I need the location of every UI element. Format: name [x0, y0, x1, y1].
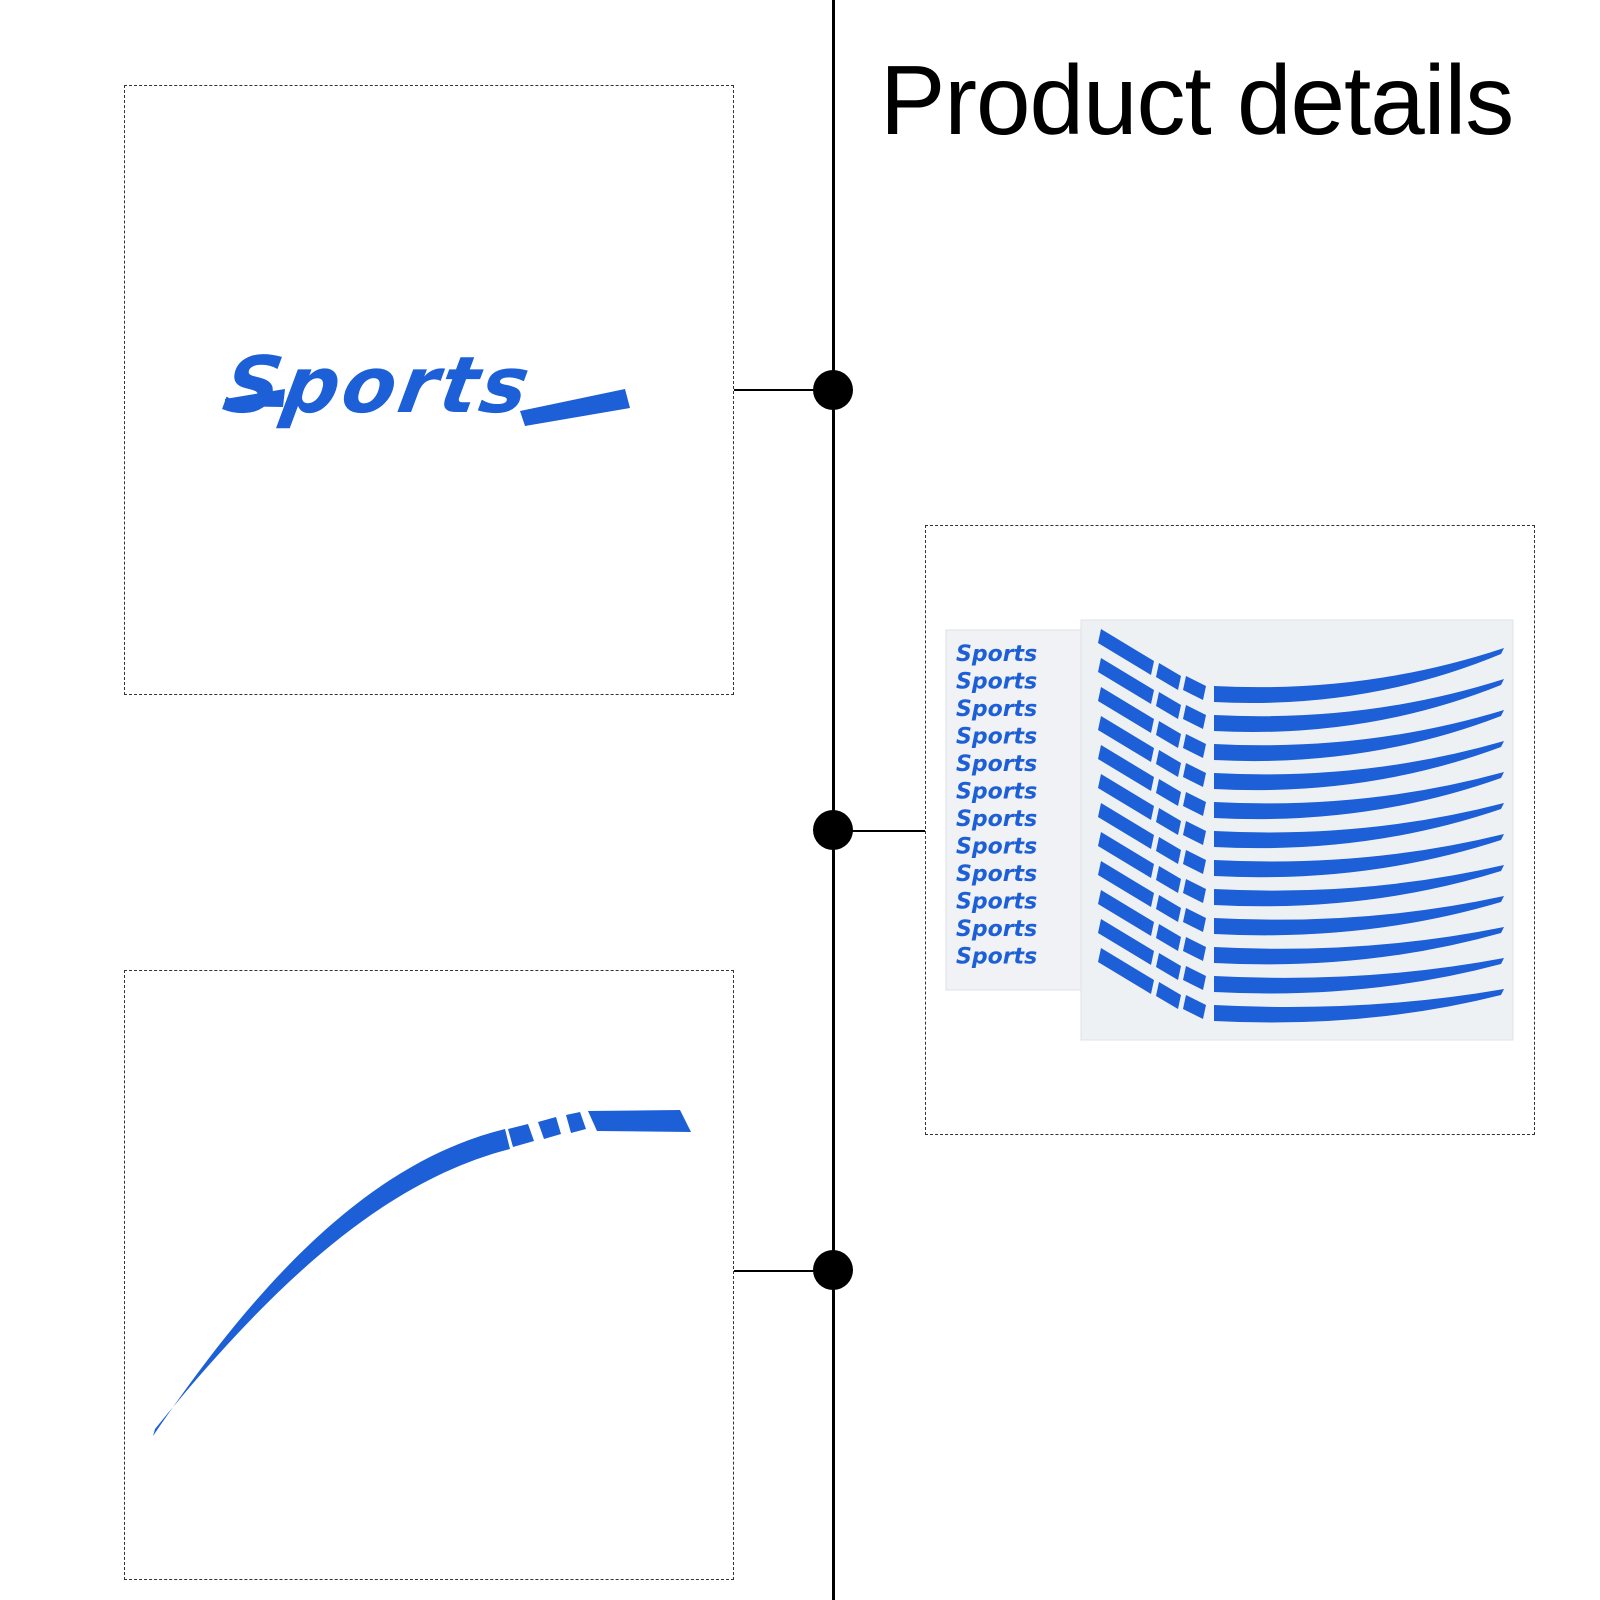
logo-decal-panel: Sports: [124, 85, 734, 695]
connector-line-3: [734, 1270, 832, 1272]
connector-line-1: [734, 389, 832, 391]
sheet-stripe: [1098, 890, 1504, 965]
sheet-stripe: [1098, 687, 1504, 762]
curved-stripe-decal: [153, 1110, 691, 1436]
sheet-stripe: [1098, 745, 1504, 820]
sheet-stripe: [1098, 861, 1504, 936]
sheet-stripe: [1098, 774, 1504, 849]
sheet-logo: Sports: [956, 725, 1037, 750]
timeline-dot-3: [813, 1250, 853, 1290]
sheet-stripe: [1098, 919, 1504, 994]
sheet-logo: Sports: [956, 780, 1037, 805]
sheet-logo: Sports: [956, 807, 1037, 832]
sheet-stripe: [1098, 803, 1504, 878]
sheet-logo: Sports: [956, 862, 1037, 887]
sheet-logo: Sports: [956, 670, 1037, 695]
sheet-stripe: [1098, 832, 1504, 907]
sheet-logo: Sports: [956, 835, 1037, 860]
stripe-decal-panel: [124, 970, 734, 1580]
sheet-logo: Sports: [956, 945, 1037, 970]
logo-column: SportsSportsSportsSportsSportsSportsSpor…: [956, 642, 1037, 970]
connector-line-2: [834, 830, 925, 832]
sheet-logo: Sports: [956, 917, 1037, 942]
sheet-stripe: [1098, 629, 1504, 703]
sheet-logo: Sports: [956, 697, 1037, 722]
sheet-stripe: [1098, 658, 1504, 733]
sheet-logo: Sports: [956, 752, 1037, 777]
logo-underline: [225, 389, 630, 426]
sheet-stripe: [1098, 716, 1504, 791]
sheet-logo: Sports: [956, 642, 1037, 667]
sheet-logo: Sports: [956, 890, 1037, 915]
timeline-line: [832, 0, 835, 1600]
stripe-stack: [1098, 629, 1504, 1023]
timeline-dot-2: [813, 810, 853, 850]
decal-sheet-image: SportsSportsSportsSportsSportsSportsSpor…: [945, 619, 1514, 1041]
page-title: Product details: [880, 45, 1514, 155]
timeline-dot-1: [813, 370, 853, 410]
sheet-stripe: [1098, 948, 1504, 1023]
